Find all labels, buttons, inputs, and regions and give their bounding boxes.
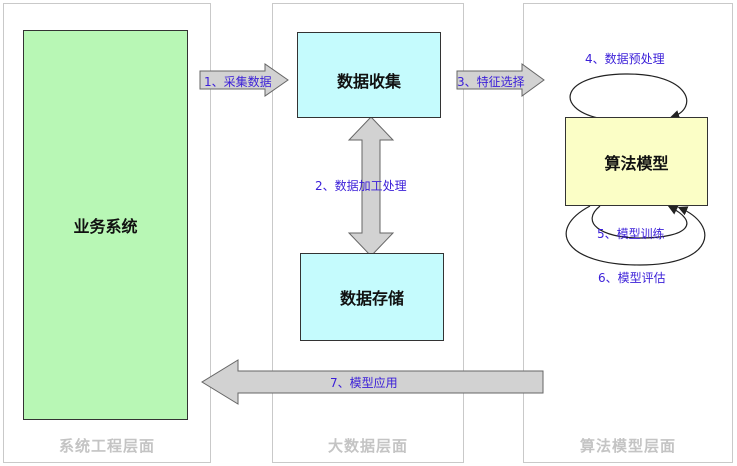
layer-title: 大数据层面 [327,437,408,455]
node-algorithm-model: 算法模型 [565,117,708,206]
arrow-feature-selection [456,63,545,97]
label-model-application: 7、模型应用 [330,376,398,390]
node-label: 算法模型 [604,153,669,173]
loop-training [591,205,688,239]
arrow-model-application [201,359,544,405]
layer-algorithm-model: 算法模型层面 [523,3,733,463]
label-collect-data: 1、采集数据 [204,75,272,89]
node-label: 数据存储 [339,289,404,308]
layer-title: 系统工程层面 [58,437,155,455]
node-data-collection: 数据收集 [297,32,441,118]
label-model-training: 5、模型训练 [597,227,665,241]
loop-evaluation [565,205,706,266]
label-model-evaluation: 6、模型评估 [598,271,666,285]
label-feature-selection: 3、特征选择 [457,75,525,89]
layer-title: 算法模型层面 [579,437,676,455]
label-preprocessing: 4、数据预处理 [585,52,665,66]
label-data-processing: 2、数据加工处理 [315,179,407,193]
node-business-system: 业务系统 [23,30,188,420]
loop-preprocessing [569,73,688,120]
node-label: 业务系统 [73,217,138,236]
node-label: 数据收集 [336,72,401,91]
arrow-collect-data [199,63,289,97]
node-data-storage: 数据存储 [300,253,444,341]
